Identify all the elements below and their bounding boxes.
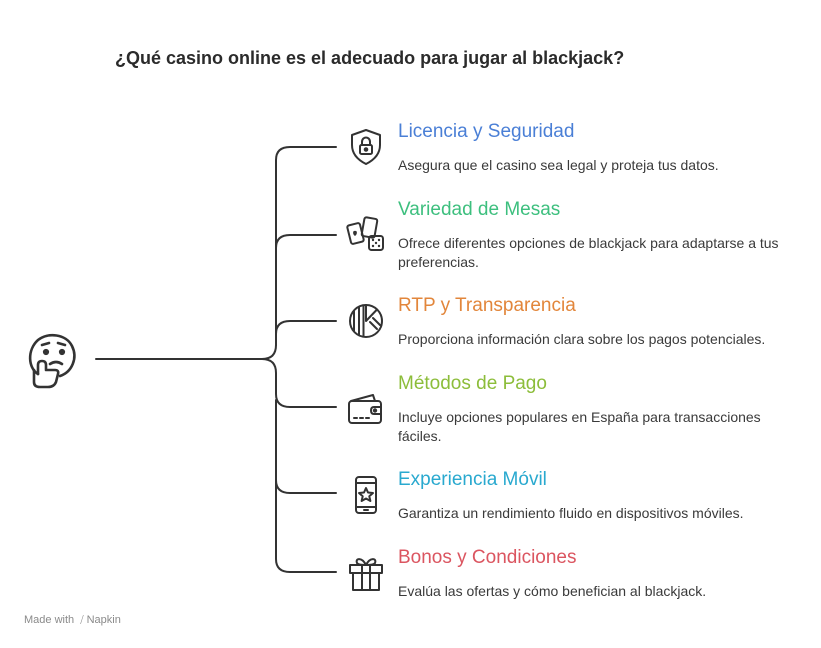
item-title-bonos: Bonos y Condiciones: [398, 547, 577, 568]
item-desc-licencia: Asegura que el casino sea legal y protej…: [398, 157, 719, 173]
item-title-rtp: RTP y Transparencia: [398, 295, 576, 316]
item-desc-rtp: Proporciona información clara sobre los …: [398, 331, 766, 347]
footer-credit: Made with ⧸Napkin: [24, 614, 121, 626]
item-title-licencia: Licencia y Seguridad: [398, 121, 575, 142]
footer-brand: Napkin: [86, 614, 121, 626]
footer-prefix: Made with: [24, 614, 75, 626]
branch-2: [275, 234, 337, 249]
item-desc-variedad: Ofrece diferentes opciones de blackjack …: [398, 235, 779, 270]
cards-dice-icon: [346, 215, 386, 255]
branch-3: [275, 320, 337, 335]
thinking-face-icon: [24, 330, 82, 390]
item-title-variedad: Variedad de Mesas: [398, 199, 561, 220]
shield-lock-icon: [346, 127, 386, 167]
branch-5: [275, 399, 337, 494]
trunk-line: [95, 344, 277, 360]
item-title-metodos: Métodos de Pago: [398, 373, 547, 394]
wallet-icon: [346, 389, 386, 429]
branch-4: [261, 358, 337, 408]
item-desc-bonos: Evalúa las ofertas y cómo benefician al …: [398, 583, 707, 599]
mobile-star-icon: [346, 475, 386, 515]
gift-icon: [346, 553, 386, 593]
napkin-logo-icon: ⧸: [80, 615, 84, 626]
branch-6: [275, 479, 337, 573]
item-desc-metodos: Incluye opciones populares en España par…: [398, 409, 761, 444]
branch-1: [275, 146, 337, 346]
item-desc-experiencia: Garantiza un rendimiento fluido en dispo…: [398, 505, 744, 521]
diagram-title: ¿Qué casino online es el adecuado para j…: [115, 48, 625, 68]
pie-chart-icon: [346, 301, 386, 341]
item-title-experiencia: Experiencia Móvil: [398, 469, 547, 490]
